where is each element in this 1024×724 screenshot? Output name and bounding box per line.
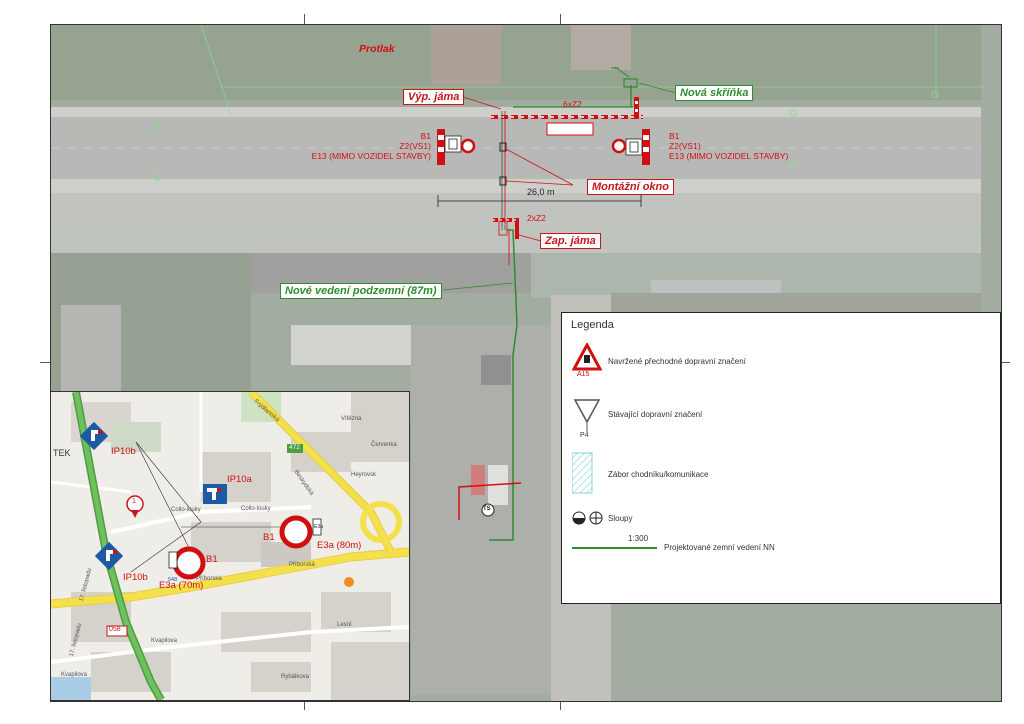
left-sign-line2: Z2(VS1) [399, 141, 431, 151]
frame-tick [40, 362, 50, 363]
inset-street-rybalkova: Rybálkova [281, 674, 310, 680]
inset-street-kvapilova2: Kvapilova [61, 672, 88, 678]
inset-b1-left[interactable]: B1 [206, 554, 218, 565]
inset-b548: 548 [168, 577, 178, 583]
frame-tick [304, 700, 305, 710]
right-sign-text: B1 Z2(VS1) E13 (MIMO VOZIDEL STAVBY) [669, 131, 788, 161]
right-sign-line3: E13 (MIMO VOZIDEL STAVBY) [669, 151, 789, 161]
frame-tick [560, 14, 561, 24]
dimension-label: 26,0 m [527, 187, 555, 197]
frame-tick [560, 700, 561, 710]
legend-item-1: Navržené přechodné dopravní značení [608, 357, 746, 366]
yield-sign-icon [573, 399, 601, 432]
inset-ip10b-bottom[interactable]: IP10b [123, 572, 148, 583]
inset-e3a-left[interactable]: E3a (70m) [159, 580, 204, 591]
legend-symbol-a15: A15 [577, 371, 590, 378]
inset-street-vitezna: Vítězná [341, 416, 362, 422]
legend-green-line [572, 547, 657, 549]
hatch-area-icon [572, 452, 593, 494]
left-sign-line1: B1 [420, 131, 431, 141]
count-2xz2-label: 2xZ2 [527, 213, 546, 223]
ts-symbol-label: TS [483, 506, 491, 512]
inset-street-pribor-2: Příborská [289, 562, 315, 568]
inset-e3a-right[interactable]: E3a (80m) [317, 540, 362, 551]
legend-title: Legenda [571, 319, 614, 331]
montazni-okno-callout[interactable]: Montážní okno [587, 179, 674, 195]
ip10a-sign-icon [203, 484, 227, 504]
zap-jama-callout[interactable]: Zap. jáma [540, 233, 601, 249]
nove-vedeni-callout[interactable]: Nové vedení podzemní (87m) [280, 283, 442, 299]
inset-e3a-sign-text: E3a [314, 524, 323, 530]
inset-street-heyrovsky: Heyrovsk [351, 472, 377, 478]
inset-street-cervenka: Červenka [371, 442, 397, 448]
left-sign-line3: E13 (MIMO VOZIDEL STAVBY) [311, 151, 431, 161]
inset-marker-number: 1 [132, 498, 136, 505]
protlak-label: Protlak [359, 43, 395, 55]
legend-item-4: Sloupy [608, 514, 633, 523]
inset-street-pribor-1: Příborská [196, 576, 222, 582]
inset-ip10b-top[interactable]: IP10b [111, 446, 136, 457]
legend-item-2: Stávající dopravní značení [608, 410, 703, 419]
nova-skrinka-callout[interactable]: Nová skříňka [675, 85, 754, 101]
inset-road-058: 058 [109, 626, 121, 633]
inset-street-kvapilova: Kvapilova [151, 638, 178, 644]
inset-street-lesni: Lesní [337, 622, 352, 628]
frame-tick [304, 14, 305, 24]
inset-street-collo2: Collo-louky [241, 506, 271, 512]
inset-tek-label: TEK [53, 448, 71, 458]
vyp-jama-callout[interactable]: Výp. jáma [403, 89, 465, 105]
inset-street-collo: Collo-louky [171, 507, 201, 513]
warning-sign-icon [572, 343, 602, 371]
left-sign-text: B1 Z2(VS1) E13 (MIMO VOZIDEL STAVBY) [305, 131, 431, 161]
inset-road-472: 472 [289, 444, 300, 451]
legend-symbol-p4: P4 [580, 432, 589, 439]
right-sign-line1: B1 [669, 131, 680, 141]
inset-location-map[interactable]: IP10b IP10a IP10b B1 B1 E3a (80m) E3a (7… [50, 391, 410, 701]
right-sign-line2: Z2(VS1) [669, 141, 701, 151]
legend-panel: Legenda A15 Navržené přechodné dopravní … [561, 312, 1001, 604]
pole-symbols-icon [572, 511, 603, 525]
inset-b1-right[interactable]: B1 [263, 532, 275, 543]
legend-item-3: Zábor chodníku/komunikace [608, 470, 709, 479]
legend-item-5: Projektované zemní vedení NN [664, 543, 775, 552]
count-6xz2-label: 6xZ2 [563, 99, 582, 109]
inset-ip10a[interactable]: IP10a [227, 474, 252, 485]
legend-scale-label: 1:300 [628, 534, 649, 543]
frame-tick [1000, 362, 1010, 363]
inset-map-graphic [51, 392, 409, 700]
ip10b-bottom-sign-icon [94, 541, 124, 571]
